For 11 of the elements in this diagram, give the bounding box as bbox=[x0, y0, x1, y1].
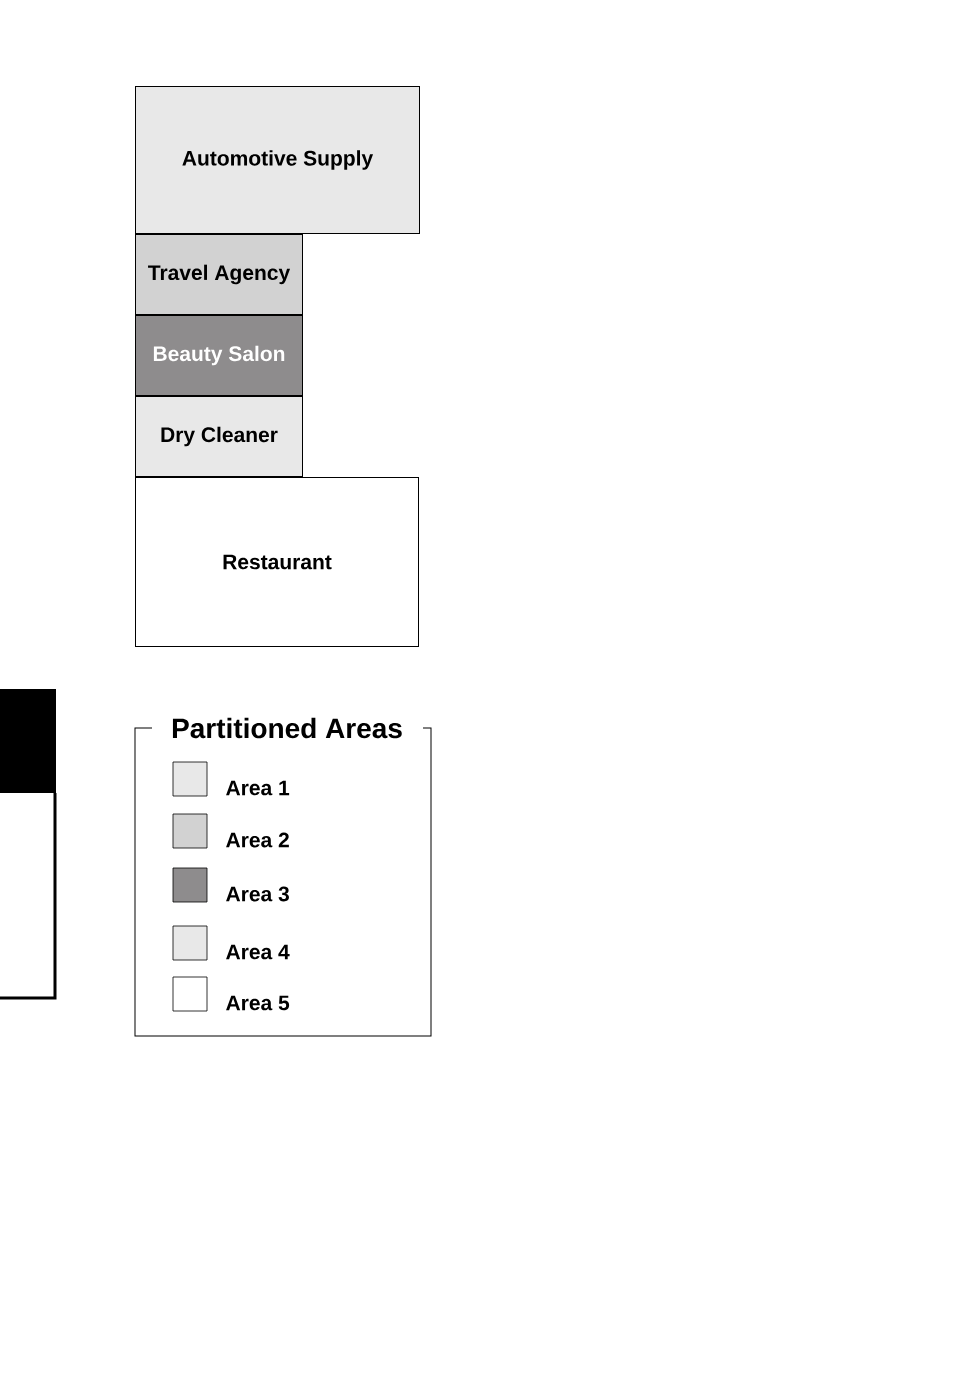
legend-label: Area 1 bbox=[226, 780, 290, 796]
room: Automotive Supply bbox=[135, 86, 420, 234]
room: Restaurant bbox=[135, 477, 419, 647]
room: Dry Cleaner bbox=[135, 396, 303, 477]
legend-label: Area 5 bbox=[226, 995, 290, 1011]
legend-label: Area 4 bbox=[226, 944, 290, 960]
legend-title: Partitioned Areas bbox=[172, 717, 402, 739]
room: Beauty Salon bbox=[135, 315, 303, 396]
room: Travel Agency bbox=[135, 234, 303, 315]
legend-label: Area 2 bbox=[226, 832, 289, 848]
legend-label: Area 3 bbox=[226, 886, 289, 902]
